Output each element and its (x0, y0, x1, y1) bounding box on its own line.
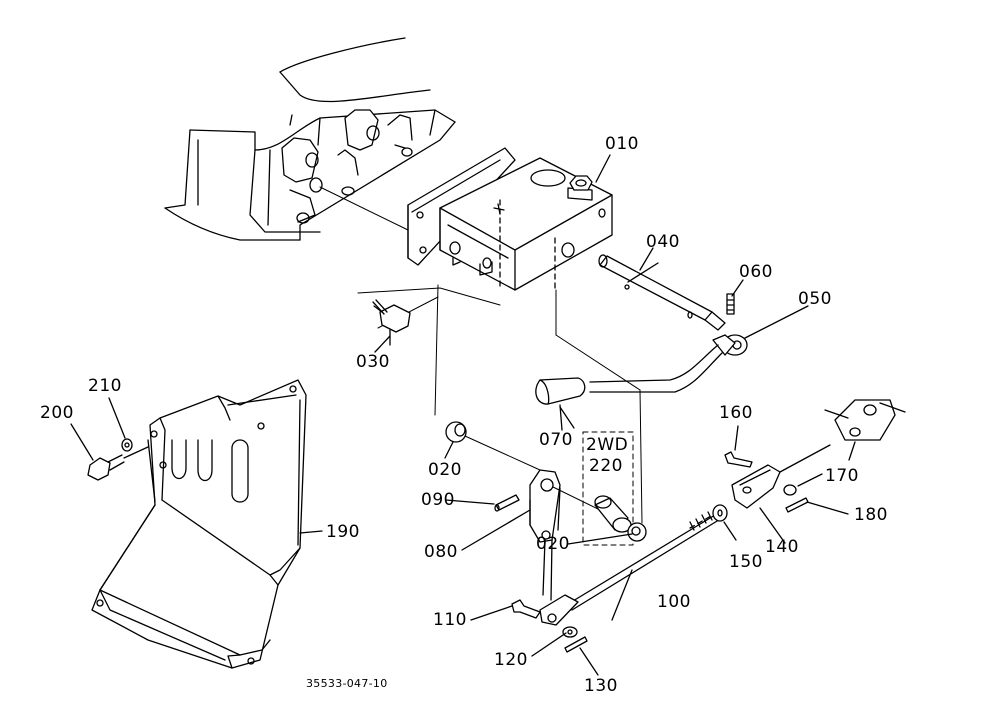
label-020-lower: 020 (536, 534, 570, 554)
part-050-lever (589, 334, 748, 393)
label-190: 190 (326, 522, 360, 542)
label-110: 110 (433, 610, 467, 630)
label-080: 080 (424, 542, 458, 562)
leader-lines (70, 154, 856, 676)
part-040-shaft (598, 254, 726, 331)
label-210: 210 (88, 376, 122, 396)
label-050: 050 (798, 289, 832, 309)
part-020-bushing-lower (627, 522, 647, 542)
label-220: 220 (589, 456, 623, 476)
label-010: 010 (605, 134, 639, 154)
drawing-number: 35533-047-10 (306, 677, 388, 690)
part-210-washer (121, 438, 133, 452)
part-090-pin (494, 494, 520, 512)
part-180-cotter (785, 497, 809, 513)
part-150-washer (712, 504, 728, 522)
label-130: 130 (584, 676, 618, 696)
label-020-upper: 020 (428, 460, 462, 480)
part-clevis-lower (539, 539, 579, 626)
part-190-guard-plate (91, 379, 307, 669)
part-020-bushing-upper (445, 421, 467, 443)
option-2wd-box (582, 431, 634, 546)
label-160: 160 (719, 403, 753, 423)
part-060-pin (726, 293, 735, 315)
part-220-bushing (594, 495, 632, 533)
linkage-top-right (824, 399, 906, 441)
label-120: 120 (494, 650, 528, 670)
label-040: 040 (646, 232, 680, 252)
label-070: 070 (539, 430, 573, 450)
part-130-cotter (564, 636, 588, 653)
label-060: 060 (739, 262, 773, 282)
part-110-pin (511, 599, 541, 619)
label-100: 100 (657, 592, 691, 612)
transmission-housing (164, 37, 456, 241)
part-030-bolt (372, 299, 411, 346)
label-090: 090 (421, 490, 455, 510)
label-170: 170 (825, 466, 859, 486)
label-030: 030 (356, 352, 390, 372)
part-170-washer (783, 484, 797, 496)
part-010-valve-body (407, 147, 613, 291)
part-100-rod (567, 507, 726, 611)
part-200-bolt (87, 446, 149, 481)
part-070-knob (535, 377, 586, 431)
label-180: 180 (854, 505, 888, 525)
label-150: 150 (729, 552, 763, 572)
label-140: 140 (765, 537, 799, 557)
part-160-pin (724, 451, 753, 468)
part-120-washer (562, 626, 578, 638)
part-140-clevis (731, 444, 831, 509)
label-2wd: 2WD (586, 435, 629, 455)
label-200: 200 (40, 403, 74, 423)
part-080-arm (529, 469, 561, 543)
